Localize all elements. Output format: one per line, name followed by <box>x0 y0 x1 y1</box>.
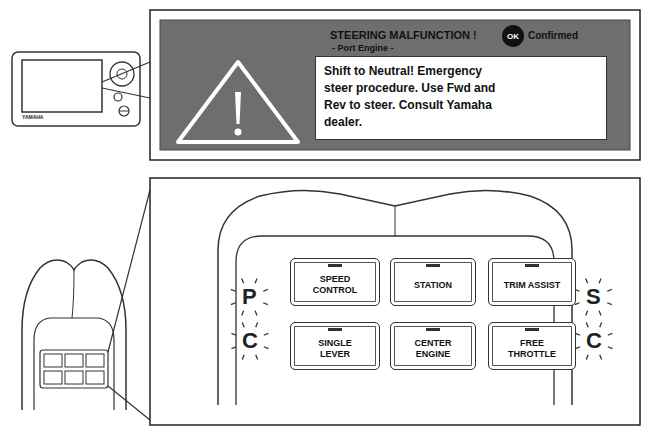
station-indicator-letter: S <box>586 286 601 308</box>
joystick <box>72 270 74 318</box>
warning-subtitle: - Port Engine - <box>332 43 394 53</box>
screen-panel <box>160 20 630 150</box>
button-label: CENTER ENGINE <box>402 338 464 360</box>
indicator-led <box>426 328 440 331</box>
mode-button: SINGLE LEVER <box>290 322 380 370</box>
indicator-led <box>525 264 539 267</box>
mode-button: TRIM ASSIST <box>488 258 576 306</box>
indicator-led <box>328 264 342 267</box>
leader-line <box>108 190 150 420</box>
button-text: OK <box>507 32 519 41</box>
message-box: Shift to Neutral! Emergency steer proced… <box>315 56 607 140</box>
button-label: FREE THROTTLE <box>501 338 563 360</box>
display-button <box>119 106 129 116</box>
callout-frame <box>150 178 640 425</box>
button-label: SINGLE LEVER <box>304 338 366 360</box>
display-unit <box>12 52 140 126</box>
button-label: STATION <box>414 280 452 291</box>
station-indicator-letter: C <box>586 330 602 352</box>
station-indicator-letter: P <box>242 286 257 308</box>
mode-button: STATION <box>390 258 476 306</box>
joystick-button-pad <box>40 350 108 388</box>
callout-frame <box>150 10 640 160</box>
station-indicator-letter: C <box>242 330 258 352</box>
joystick-buttons <box>44 354 104 384</box>
mode-button: SPEED CONTROL <box>290 258 380 306</box>
joystick <box>34 318 114 410</box>
button-label: SPEED CONTROL <box>304 274 366 296</box>
mode-button: CENTER ENGINE <box>390 322 476 370</box>
status-text: Confirmed <box>528 30 578 41</box>
leader-line <box>102 62 150 98</box>
warning-triangle <box>235 129 242 136</box>
message-text: Shift to Neutral! Emergency steer proced… <box>324 63 509 131</box>
ok-button: OK <box>502 25 524 47</box>
display-button <box>119 111 129 112</box>
warning-title: STEERING MALFUNCTION ! <box>330 29 477 41</box>
button-label: TRIM ASSIST <box>504 280 561 291</box>
indicator-led <box>525 328 539 331</box>
indicator-led <box>328 328 342 331</box>
display-button <box>114 93 122 101</box>
indicator-led <box>426 264 440 267</box>
display-screen <box>22 60 102 112</box>
mode-button: FREE THROTTLE <box>488 322 576 370</box>
warning-screen: STEERING MALFUNCTION ! - Port Engine - Con… <box>160 20 630 150</box>
joystick-head-outline <box>395 206 396 236</box>
warning-triangle <box>178 62 298 142</box>
brand-mark: YAMAHA <box>22 115 43 120</box>
warning-triangle <box>235 92 241 124</box>
